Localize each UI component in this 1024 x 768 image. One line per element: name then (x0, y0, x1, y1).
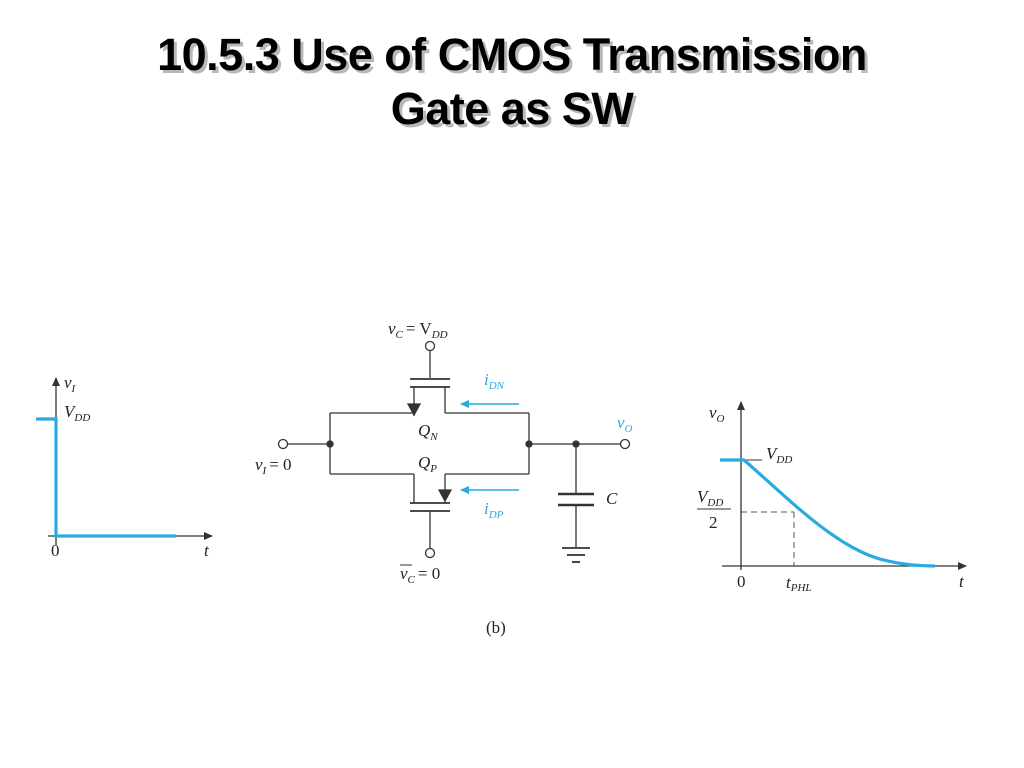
input-node-dot (326, 440, 334, 448)
vc-label: vC= VDD (388, 319, 448, 341)
input-step-waveform (36, 417, 176, 538)
idn-label: iDN (484, 370, 505, 392)
output-origin-label: 0 (737, 572, 746, 591)
vi-label: vI= 0 (255, 455, 292, 477)
slide-title-line-2: Gate as SW (390, 83, 634, 134)
vo-label: vO (617, 413, 633, 435)
transmission-gate-circuit (277, 340, 631, 563)
cap-label: C (606, 489, 618, 508)
input-t-label: t (204, 541, 210, 560)
output-vdd-label: VDD (766, 444, 792, 466)
output-t-label: t (959, 572, 965, 591)
slide-title: 10.5.3 Use of CMOS Transmission Gate as … (0, 28, 1024, 136)
vc-bar-label: vC= 0 (400, 564, 440, 586)
input-y-label: vI (64, 373, 77, 395)
idp-label: iDP (484, 499, 504, 521)
vc-terminal (424, 340, 436, 352)
half-vdd-numerator: VDD (697, 487, 723, 509)
circuit-labels: vC= VDD QN QP vI= 0 iDN iDP vO C vC= 0 (… (255, 319, 633, 637)
figure-caption: (b) (486, 618, 506, 637)
input-origin-label: 0 (51, 541, 60, 560)
output-node-dot (525, 440, 533, 448)
slide-title-line-1: 10.5.3 Use of CMOS Transmission (157, 29, 867, 80)
qn-label: QN (418, 421, 438, 443)
output-decay-waveform (720, 458, 936, 568)
output-terminal (619, 438, 631, 450)
vc-bar-terminal (424, 547, 436, 559)
tphl-label: tPHL (786, 573, 812, 594)
input-waveform-graph: vI VDD 0 t (36, 373, 213, 560)
output-y-label: vO (709, 403, 725, 425)
pmos-arrow (437, 489, 453, 503)
qp-label: QP (418, 453, 437, 475)
input-vdd-label: VDD (64, 402, 90, 424)
nmos-source-arrow (406, 403, 422, 417)
half-vdd-denominator: 2 (709, 513, 718, 532)
output-waveform-graph: vO VDD VDD 2 0 tPHL t (697, 401, 967, 594)
input-terminal (277, 438, 289, 450)
